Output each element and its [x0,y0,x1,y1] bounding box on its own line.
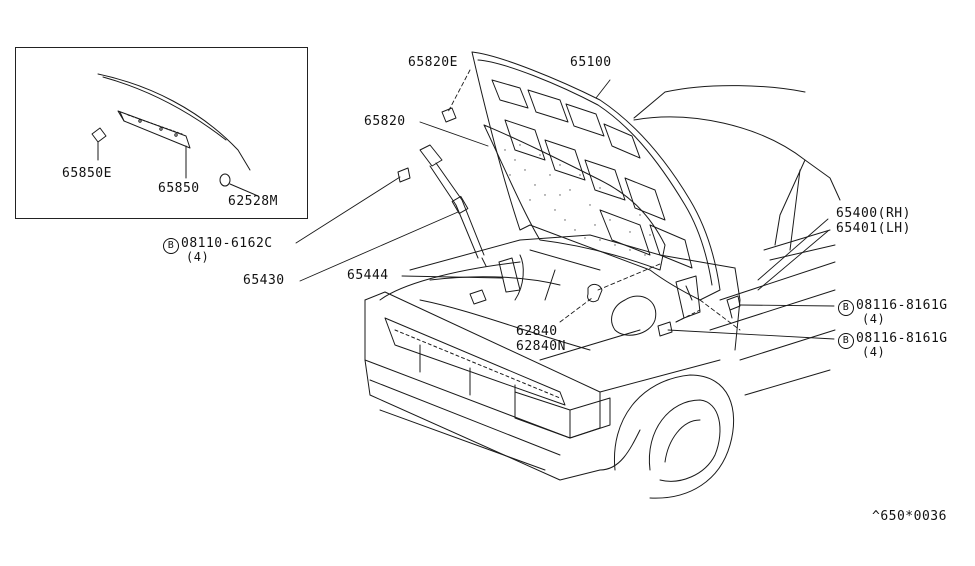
part-number: 08116-8161G [856,298,948,313]
label-65400-rh: 65400(RH) [836,206,911,221]
vehicle-body [365,86,840,499]
bolt-symbol: B [163,238,179,254]
label-65401-lh: 65401(LH) [836,221,911,236]
inset-molding-detail [92,74,258,196]
hood-stay [420,145,486,266]
label-62528M: 62528M [228,194,278,209]
label-65820: 65820 [364,114,406,129]
leader-lines [296,70,834,339]
label-62840N: 62840N [516,339,566,354]
label-65100: 65100 [570,55,612,70]
fasteners [398,108,740,336]
label-65430: 65430 [243,273,285,288]
bolt-symbol: B [838,333,854,349]
label-65444: 65444 [347,268,389,283]
label-65820E: 65820E [408,55,458,70]
part-number: 08110-6162C [181,236,273,251]
qty-08116-upper: (4) [862,312,886,326]
hood-insulator [484,125,665,270]
label-62840: 62840 [516,324,558,339]
diagram-code: ^650*0036 [872,509,947,524]
hood-panel [472,52,720,300]
bolt-symbol: B [838,300,854,316]
qty-08116-lower: (4) [862,345,886,359]
label-65850: 65850 [158,181,200,196]
inset-frame [15,47,308,219]
qty-08110: (4) [186,250,210,264]
label-65850E: 65850E [62,166,112,181]
part-number: 08116-8161G [856,331,948,346]
